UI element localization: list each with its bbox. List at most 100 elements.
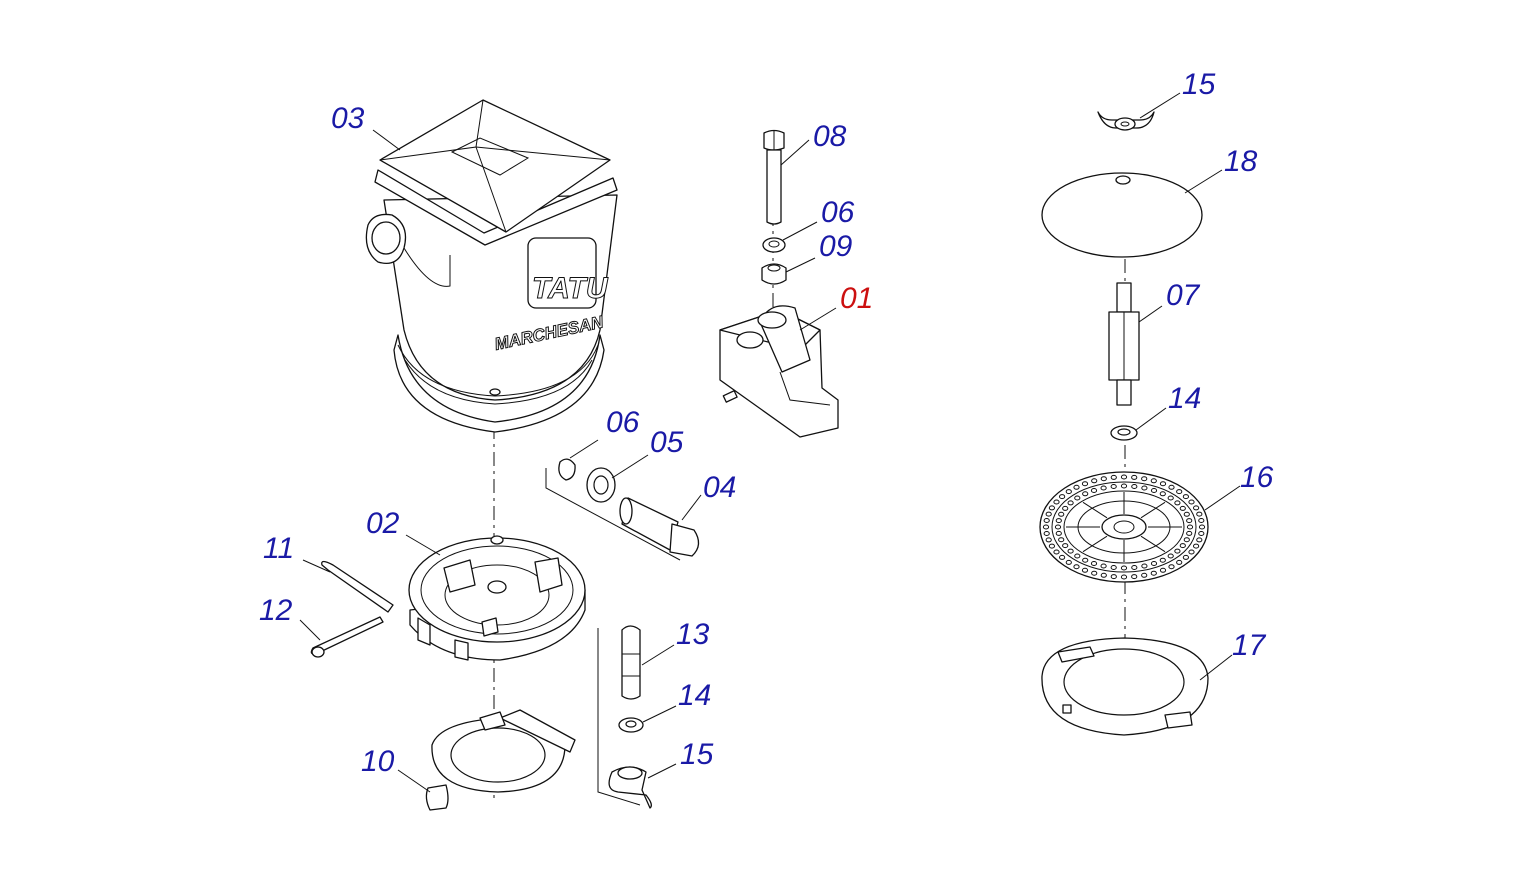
- label-part-14-left: 14: [678, 679, 711, 712]
- seed-hole: [1043, 518, 1050, 523]
- seed-hole: [1188, 499, 1195, 505]
- seed-hole: [1188, 549, 1195, 555]
- leader-lines: [299, 92, 1241, 793]
- label-part-14-right: 14: [1168, 382, 1201, 415]
- seed-hole: [1042, 524, 1050, 530]
- seed-hole: [1067, 548, 1074, 554]
- seed-hole: [1065, 489, 1072, 495]
- seed-hole: [1141, 485, 1148, 491]
- seed-hole: [1074, 495, 1081, 501]
- label-part-08: 08: [813, 120, 847, 153]
- seed-hole: [1062, 543, 1069, 549]
- seed-hole: [1059, 554, 1066, 560]
- seed-hole: [1082, 491, 1089, 497]
- seed-hole: [1048, 505, 1056, 511]
- seed-hole: [1110, 565, 1117, 570]
- ring-bracket-part: [425, 709, 576, 811]
- seed-hole: [1090, 488, 1098, 493]
- label-part-04: 04: [703, 471, 736, 504]
- seed-hole: [1110, 574, 1117, 580]
- seed-hole: [1150, 570, 1157, 576]
- seed-hole: [1090, 561, 1098, 566]
- top-wing-nut: [1097, 111, 1155, 131]
- pin-cotter: [310, 560, 394, 658]
- label-part-05: 05: [650, 426, 684, 459]
- seed-hole: [1100, 485, 1107, 491]
- seed-hole: [1168, 484, 1175, 490]
- hopper-logo: TATU: [532, 272, 609, 305]
- seed-hole: [1067, 500, 1074, 506]
- label-part-10: 10: [361, 745, 395, 778]
- seed-hole: [1159, 567, 1167, 573]
- seed-hole: [1141, 572, 1148, 578]
- seed-plate-spoke: [1082, 535, 1108, 553]
- label-part-18: 18: [1224, 145, 1258, 178]
- hopper-part: TATU MARCHESAN: [365, 99, 618, 433]
- seed-hole: [1053, 499, 1060, 505]
- seed-hole: [1182, 554, 1190, 560]
- label-part-06-mid: 06: [606, 406, 640, 439]
- seed-hole: [1073, 564, 1080, 570]
- seed-hole: [1198, 531, 1205, 536]
- seed-hole: [1150, 478, 1157, 484]
- seed-hole: [1074, 553, 1081, 559]
- seed-hole: [1053, 549, 1060, 555]
- seed-hole: [1131, 565, 1138, 570]
- seed-hole: [1120, 565, 1128, 571]
- seed-hole: [1150, 488, 1158, 493]
- part-labels: 03 08 06 09 01 06 05 04 02 11 12 13 14 1…: [259, 68, 1274, 778]
- seed-hole: [1193, 505, 1200, 511]
- seed-hole: [1100, 476, 1107, 482]
- seed-hole: [1062, 505, 1069, 511]
- seed-hole: [1073, 484, 1080, 490]
- cover-disc-part: [1041, 172, 1203, 258]
- label-part-03: 03: [331, 102, 365, 135]
- label-part-06-top: 06: [821, 196, 855, 229]
- seed-hole: [1141, 476, 1148, 482]
- label-part-11: 11: [263, 532, 294, 565]
- washer-nut-stack: [761, 237, 787, 285]
- label-part-09: 09: [819, 230, 853, 263]
- seed-hole: [1055, 518, 1062, 524]
- seed-hole: [1055, 530, 1062, 536]
- seed-hole: [1186, 530, 1193, 536]
- seed-hole: [1183, 537, 1190, 543]
- seed-hole: [1058, 537, 1065, 543]
- seed-hole: [1082, 557, 1089, 563]
- seed-hole: [1186, 518, 1193, 524]
- seed-hole: [1131, 484, 1138, 489]
- label-part-01: 01: [840, 282, 873, 315]
- seed-hole: [1065, 559, 1072, 565]
- seed-hole: [1120, 483, 1128, 489]
- seed-hole: [1174, 548, 1181, 554]
- right-washer: [1110, 425, 1138, 441]
- seed-hole: [1167, 553, 1174, 559]
- seed-hole: [1182, 494, 1190, 500]
- label-part-17: 17: [1232, 629, 1267, 662]
- label-part-12: 12: [259, 594, 293, 627]
- seed-hole: [1059, 494, 1066, 500]
- label-part-02: 02: [366, 507, 400, 540]
- bolt-part: [763, 129, 785, 225]
- spacer-part: [1108, 282, 1140, 406]
- seed-hole: [1179, 543, 1186, 549]
- seed-hole: [1198, 524, 1206, 530]
- seed-hole: [1176, 559, 1183, 565]
- seed-hole: [1131, 474, 1138, 480]
- seed-hole: [1196, 511, 1203, 517]
- seed-hole: [1186, 524, 1194, 530]
- seed-hole: [1159, 557, 1166, 563]
- seed-hole: [1120, 474, 1128, 480]
- seed-hole: [1179, 505, 1186, 511]
- seed-hole: [1045, 511, 1052, 517]
- seed-hole: [1159, 481, 1167, 487]
- stud-washer-wingnut: [608, 625, 652, 809]
- seed-plate-holes: [1042, 474, 1206, 580]
- seed-hole: [1048, 543, 1056, 549]
- seed-hole: [1150, 561, 1158, 566]
- seed-hole: [1043, 531, 1050, 536]
- seed-hole: [1198, 518, 1205, 523]
- block-part: [719, 305, 839, 438]
